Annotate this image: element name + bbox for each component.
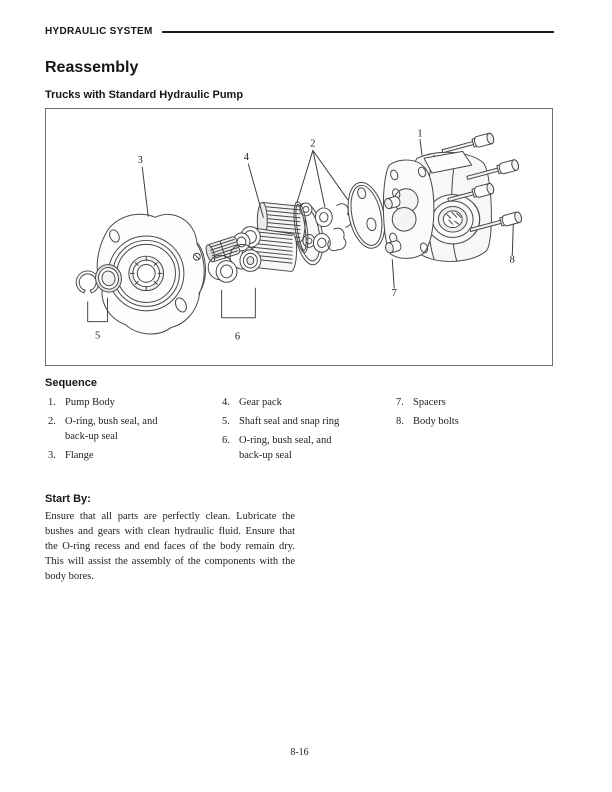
figure-label-8: 8 — [510, 255, 515, 266]
header-rule — [161, 30, 554, 34]
snap-ring-drawing — [75, 270, 100, 294]
pump-exploded-diagram: 1 2 3 4 5 6 7 8 — [75, 129, 522, 342]
item-number: 4. — [222, 397, 230, 408]
item-number: 8. — [396, 416, 404, 427]
front-seals-drawing — [207, 243, 262, 283]
item-number: 3. — [48, 449, 56, 461]
item-text: back-up seal — [239, 449, 292, 461]
dowel-screw-drawing — [192, 252, 201, 261]
page-number: 8-16 — [290, 747, 309, 758]
list-item: 2. O-ring, bush seal, and back-up seal — [48, 415, 216, 444]
item-text: Spacers — [413, 397, 446, 408]
spacers-drawing — [384, 196, 402, 254]
list-item: 3. Flange — [48, 449, 216, 464]
item-text: Body bolts — [413, 416, 459, 427]
list-item: 5. Shaft seal and snap ring — [222, 415, 390, 430]
figure-label-5: 5 — [95, 330, 100, 341]
figure-label-3: 3 — [138, 155, 143, 166]
label5-bracket — [87, 297, 109, 323]
item-number: 7. — [396, 397, 404, 408]
sequence-column-3: 7. Spacers 8. Body bolts — [396, 396, 551, 434]
sequence-heading: Sequence — [45, 377, 97, 389]
body-bolts-drawing — [441, 132, 522, 233]
item-text: O-ring, bush seal, and — [239, 435, 332, 446]
page-subtitle: Trucks with Standard Hydraulic Pump — [45, 89, 244, 101]
rear-seals-drawing — [293, 201, 352, 253]
start-by-paragraph: Ensure that all parts are perfectly clea… — [45, 511, 295, 582]
pump-body-drawing — [382, 150, 492, 262]
page-header: HYDRAULIC SYSTEM — [45, 26, 554, 37]
list-item: 4. Gear pack — [222, 396, 390, 411]
sequence-column-2: 4. Gear pack 5. Shaft seal and snap ring… — [222, 396, 390, 468]
item-text: Pump Body — [65, 397, 115, 408]
start-by-heading: Start By: — [45, 493, 91, 505]
shaft-seal-drawing — [95, 264, 122, 293]
header-section-title: HYDRAULIC SYSTEM — [45, 26, 153, 37]
figure-label-1: 1 — [417, 129, 422, 140]
item-text: Shaft seal and snap ring — [239, 416, 340, 427]
item-text: Flange — [65, 449, 94, 461]
figure-label-2: 2 — [310, 138, 315, 149]
gear-pack-drawing — [205, 202, 324, 272]
page-title: Reassembly — [45, 59, 139, 76]
list-item: 7. Spacers — [396, 396, 551, 411]
list-item: 1. Pump Body — [48, 396, 216, 411]
figure-label-7: 7 — [392, 288, 397, 299]
exploded-view-figure: 1 2 3 4 5 6 7 8 — [45, 108, 553, 366]
figure-label-4: 4 — [244, 152, 250, 163]
figure-label-6: 6 — [235, 331, 240, 342]
list-item: 8. Body bolts — [396, 415, 551, 430]
item-number: 2. — [48, 416, 56, 427]
item-text: back-up seal — [65, 430, 118, 442]
item-text: Gear pack — [239, 397, 282, 408]
list-item: 6. O-ring, bush seal, and back-up seal — [222, 434, 390, 463]
item-number: 6. — [222, 435, 230, 446]
item-text: O-ring, bush seal, and — [65, 416, 158, 427]
sequence-list: 1. Pump Body 2. O-ring, bush seal, and b… — [45, 396, 554, 476]
item-number: 5. — [222, 416, 230, 427]
sequence-column-1: 1. Pump Body 2. O-ring, bush seal, and b… — [48, 396, 216, 468]
item-number: 1. — [48, 397, 56, 408]
flange-drawing — [96, 213, 206, 335]
leader-lines — [141, 139, 514, 289]
label6-bracket — [221, 287, 256, 319]
